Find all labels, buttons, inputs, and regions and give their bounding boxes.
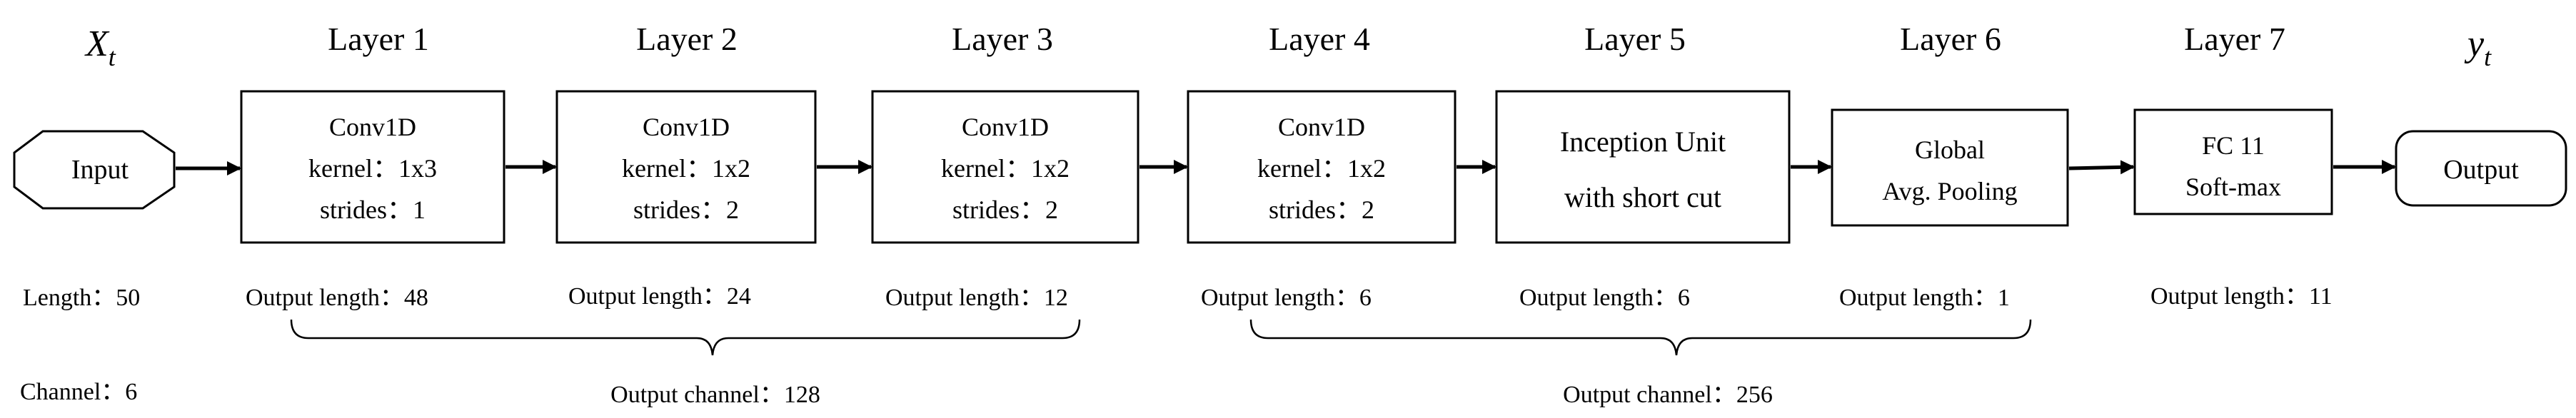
layer-6-output-length: Output length：1 [1839, 285, 2010, 311]
channel-brace-layers-1-3 [290, 319, 1081, 356]
layer-7-line-2: Soft-max [2185, 173, 2281, 201]
layer-1-line-1: Conv1D [329, 113, 416, 141]
layer-2-line-3: strides：2 [633, 195, 739, 224]
layer-7-output-length: Output length：11 [2150, 283, 2333, 310]
channel-brace-layers-4-6 [1249, 319, 2032, 356]
input-node-label: Input [71, 155, 129, 185]
layer-3-box [871, 90, 1139, 244]
y-output-label: yt [2464, 24, 2492, 71]
input-length-label: Length：50 [23, 285, 140, 311]
layer-1-line-3: strides：1 [320, 195, 426, 224]
layer-6-line-1: Global [1915, 136, 1985, 164]
output-node-label: Output [2443, 155, 2519, 185]
output-channel-128-label: Output channel：128 [610, 382, 820, 408]
layer-4-line-3: strides：2 [1269, 195, 1374, 224]
arrow-layer-6-to-layer-7 [2068, 160, 2135, 175]
layer-1-title: Layer 1 [328, 21, 429, 57]
layer-4-output-length: Output length：6 [1201, 285, 1372, 311]
layer-1-output-length: Output length：48 [246, 285, 428, 311]
layer-7-title: Layer 7 [2184, 21, 2285, 57]
layer-2-box [555, 90, 817, 244]
layer-5-title: Layer 5 [1584, 21, 1686, 57]
layer-2-title: Layer 2 [636, 21, 738, 57]
layer-2-line-1: Conv1D [643, 113, 730, 141]
layer-5-output-length: Output length：6 [1519, 285, 1690, 311]
x-input-label: Xt [84, 24, 116, 71]
layer-1-line-2: kernel：1x3 [308, 154, 437, 183]
layer-2-line-2: kernel：1x2 [622, 154, 750, 183]
layer-2-output-length: Output length：24 [568, 283, 751, 310]
layer-4-line-1: Conv1D [1278, 113, 1365, 141]
input-channel-label: Channel：6 [20, 379, 137, 405]
layer-5-line-1: Inception Unit [1560, 126, 1726, 158]
layer-3-line-1: Conv1D [962, 113, 1049, 141]
layer-3-line-3: strides：2 [952, 195, 1058, 224]
input-node [13, 130, 176, 210]
layer-4-title: Layer 4 [1269, 21, 1370, 57]
layer-1-box [240, 90, 505, 244]
layer-3-output-length: Output length：12 [885, 285, 1068, 311]
layer-6-line-2: Avg. Pooling [1882, 177, 2017, 205]
layer-5-line-2: with short cut [1564, 181, 1721, 213]
layer-7-box [2133, 108, 2333, 215]
layer-3-title: Layer 3 [952, 21, 1053, 57]
layer-3-line-2: kernel：1x2 [941, 154, 1070, 183]
layer-5-box [1495, 90, 1791, 244]
layer-6-title: Layer 6 [1900, 21, 2001, 57]
layer-6-box [1831, 108, 2069, 227]
layer-4-line-2: kernel：1x2 [1257, 154, 1386, 183]
output-channel-256-label: Output channel：256 [1563, 382, 1773, 408]
layer-4-box [1187, 90, 1456, 244]
output-node [2395, 130, 2567, 207]
layer-7-line-1: FC 11 [2202, 131, 2265, 160]
